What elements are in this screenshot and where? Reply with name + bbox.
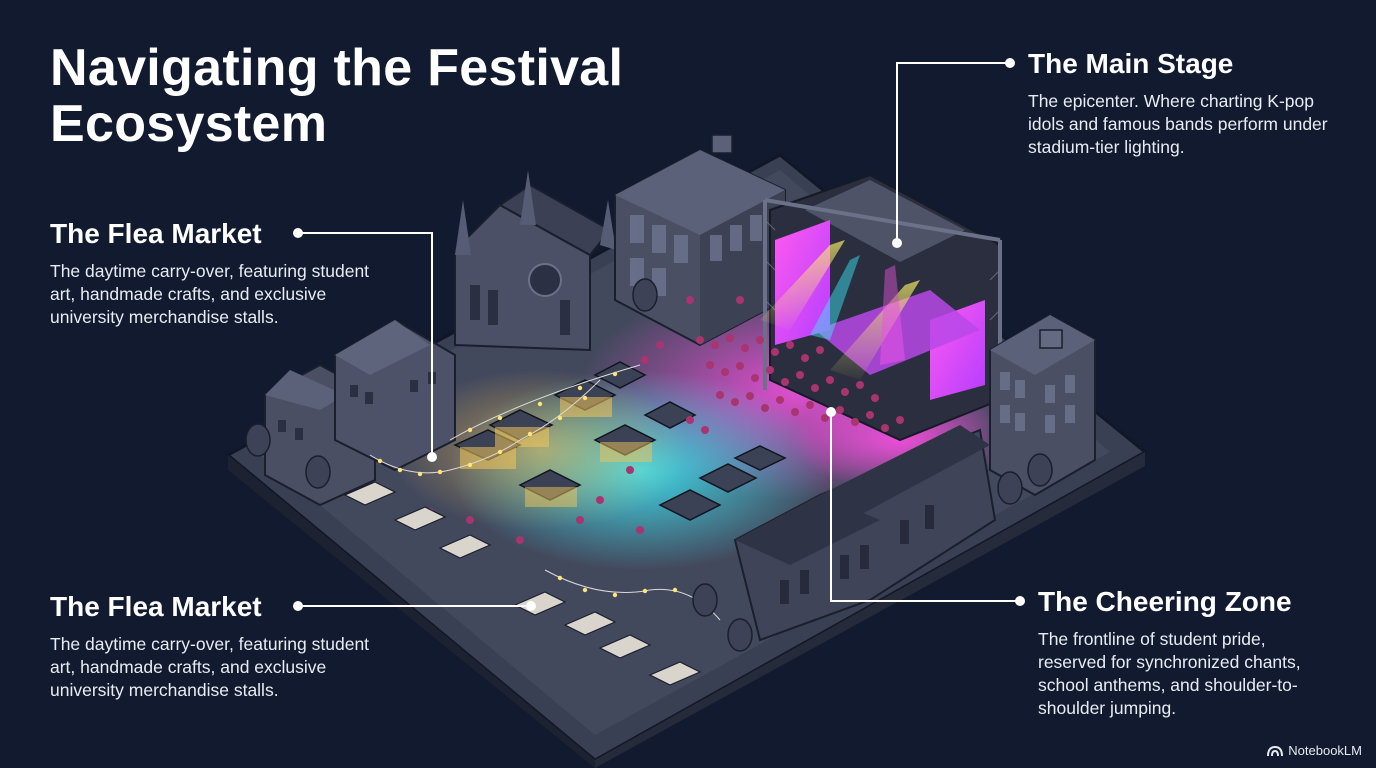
stage-light-beams [760,240,920,380]
dot-cheer-end [826,407,836,417]
notebooklm-logo-icon [1267,745,1284,756]
callout-body: The epicenter. Where charting K-pop idol… [1028,91,1328,157]
connector-flea-market-top [298,232,433,457]
callout-main-stage: The Main Stage The epicenter. Where char… [1028,48,1348,159]
page-title: Navigating the Festival Ecosystem [50,39,624,153]
connector-cheering-zone [830,412,1020,602]
market-tents [453,361,787,521]
dot-stage-end [892,238,902,248]
callout-heading: The Cheering Zone [1038,586,1292,617]
bottom-church [733,425,997,642]
dot-flea-bottom-start [293,601,303,611]
callout-flea-market-bottom: The Flea Market The daytime carry-over, … [50,591,370,702]
brand-watermark: NotebookLM [1267,743,1362,758]
crowd [376,296,904,544]
right-tower [989,313,1096,497]
callout-body: The daytime carry-over, featuring studen… [50,261,370,327]
string-lights [369,364,721,621]
callout-cheering-zone: The Cheering Zone The frontline of stude… [1038,586,1338,720]
main-stage [763,173,1002,442]
dot-stage-start [1005,58,1015,68]
cathedral-building [454,170,616,352]
connector-main-stage [896,62,1010,243]
callout-flea-market-top: The Flea Market The daytime carry-over, … [50,218,370,329]
callout-heading: The Flea Market [50,591,262,622]
callout-heading: The Main Stage [1028,48,1234,79]
brand-label: NotebookLM [1288,743,1362,758]
dot-flea-top-end [427,452,437,462]
callout-body: The frontline of student pride, reserved… [1038,629,1301,718]
callout-dots [293,58,1025,611]
dot-flea-bottom-end [526,601,536,611]
trees [245,278,1053,652]
callout-heading: The Flea Market [50,218,262,249]
callout-body: The daytime carry-over, featuring studen… [50,634,370,700]
dot-cheer-start [1015,596,1025,606]
dot-flea-top-start [293,228,303,238]
left-residence [264,318,456,507]
callout-connectors [298,62,1020,607]
